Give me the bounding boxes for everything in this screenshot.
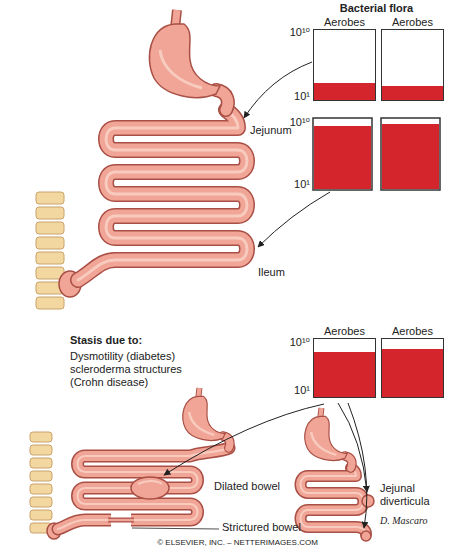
- chart-heading: Aerobes: [313, 16, 376, 29]
- duodenum: [216, 90, 228, 110]
- leader-arrow: [164, 404, 324, 475]
- vertebra: [30, 497, 52, 507]
- vertebra: [30, 445, 52, 455]
- small-intestine: [78, 110, 247, 280]
- bowel-fill: [58, 448, 229, 529]
- part-label: Ileum: [258, 266, 285, 279]
- small-intestine: [58, 448, 229, 529]
- dilated-segment: [131, 477, 169, 499]
- stomach-body: [149, 24, 220, 97]
- cause-note: Dysmotility (diabetes) scleroderma struc…: [70, 350, 206, 389]
- bowel-fill: [78, 110, 247, 280]
- stomach-body: [305, 416, 347, 460]
- vertebra: [30, 484, 52, 494]
- leader-line: [132, 528, 219, 529]
- part-label: Strictured bowel: [222, 521, 301, 534]
- duodenum: [216, 90, 228, 110]
- copyright-caption: © ELSEVIER, INC. – NETTERIMAGES.COM: [0, 538, 475, 548]
- chart-title: Bacterial flora: [313, 2, 440, 15]
- stomach-highlight: [189, 412, 214, 435]
- stomach-body: [183, 396, 225, 440]
- part-label: Jejunal diverticula: [380, 482, 442, 508]
- stomach-highlight: [160, 50, 202, 88]
- axis-value: 10¹: [284, 384, 310, 397]
- vertebra: [36, 192, 64, 204]
- leader-arrow: [348, 403, 367, 528]
- vertebra: [36, 222, 64, 234]
- spine: [36, 192, 64, 309]
- vertebra: [30, 432, 52, 442]
- chart-box: [381, 118, 440, 190]
- chart-bar: [314, 126, 371, 189]
- bowel-highlight: [138, 481, 162, 484]
- chart-frame: [381, 338, 444, 398]
- leader-arrow: [244, 62, 312, 118]
- chart-frame: [313, 338, 376, 398]
- stomach-highlight: [311, 432, 336, 455]
- bowel-outline: [301, 468, 367, 534]
- axis-value: 10¹⁰: [284, 26, 310, 39]
- stomach: [183, 388, 230, 448]
- artist-signature: D. Mascaro: [380, 514, 427, 527]
- bowel-highlight: [58, 448, 229, 529]
- chart-box: [313, 118, 372, 190]
- chart-bar: [382, 124, 439, 189]
- leader-arrow: [258, 192, 330, 247]
- stomach: [149, 10, 227, 110]
- diverticulum: [362, 495, 374, 507]
- small-intestine: [301, 468, 367, 534]
- bowel-highlight: [78, 110, 247, 280]
- axis-value: 10¹: [284, 178, 310, 191]
- vertebra: [36, 297, 64, 309]
- strictured-segment: [108, 518, 134, 523]
- chart-box: Aerobes: [381, 325, 444, 398]
- chart-heading: Aerobes: [381, 16, 444, 29]
- axis-value: 10¹⁰: [284, 336, 310, 349]
- vertebra: [36, 207, 64, 219]
- bowel-highlight: [301, 468, 367, 534]
- section-heading: Stasis due to:: [70, 334, 142, 347]
- chart-bar: [382, 86, 443, 100]
- chart-box: Aerobes: [381, 16, 444, 101]
- part-label: Dilated bowel: [214, 480, 280, 493]
- vertebra: [36, 252, 64, 264]
- chart-bar: [314, 352, 375, 397]
- chart-frame: [313, 29, 376, 101]
- bar-chart: [313, 118, 440, 190]
- duodenum: [345, 456, 352, 468]
- bowel-outline: [78, 110, 247, 280]
- chart-heading: Aerobes: [313, 325, 376, 338]
- diverticulum: [361, 531, 371, 541]
- chart-heading: Aerobes: [381, 325, 444, 338]
- bowel-fill: [301, 468, 367, 534]
- part-label: Jejunum: [250, 124, 292, 137]
- vertebra: [30, 471, 52, 481]
- chart-box: Aerobes: [313, 325, 376, 398]
- vertebra: [30, 510, 52, 520]
- chart-bar: [314, 83, 375, 100]
- chart-frame: [381, 29, 444, 101]
- stomach: [305, 408, 352, 468]
- spine: [30, 432, 52, 533]
- vertebra: [30, 458, 52, 468]
- strictured-segment: [108, 519, 134, 522]
- chart-bar: [382, 349, 443, 397]
- vertebra: [36, 237, 64, 249]
- chart-box: Aerobes: [313, 16, 376, 101]
- bowel-outline: [58, 448, 229, 529]
- axis-value: 10¹: [284, 90, 310, 103]
- duodenum: [345, 456, 352, 468]
